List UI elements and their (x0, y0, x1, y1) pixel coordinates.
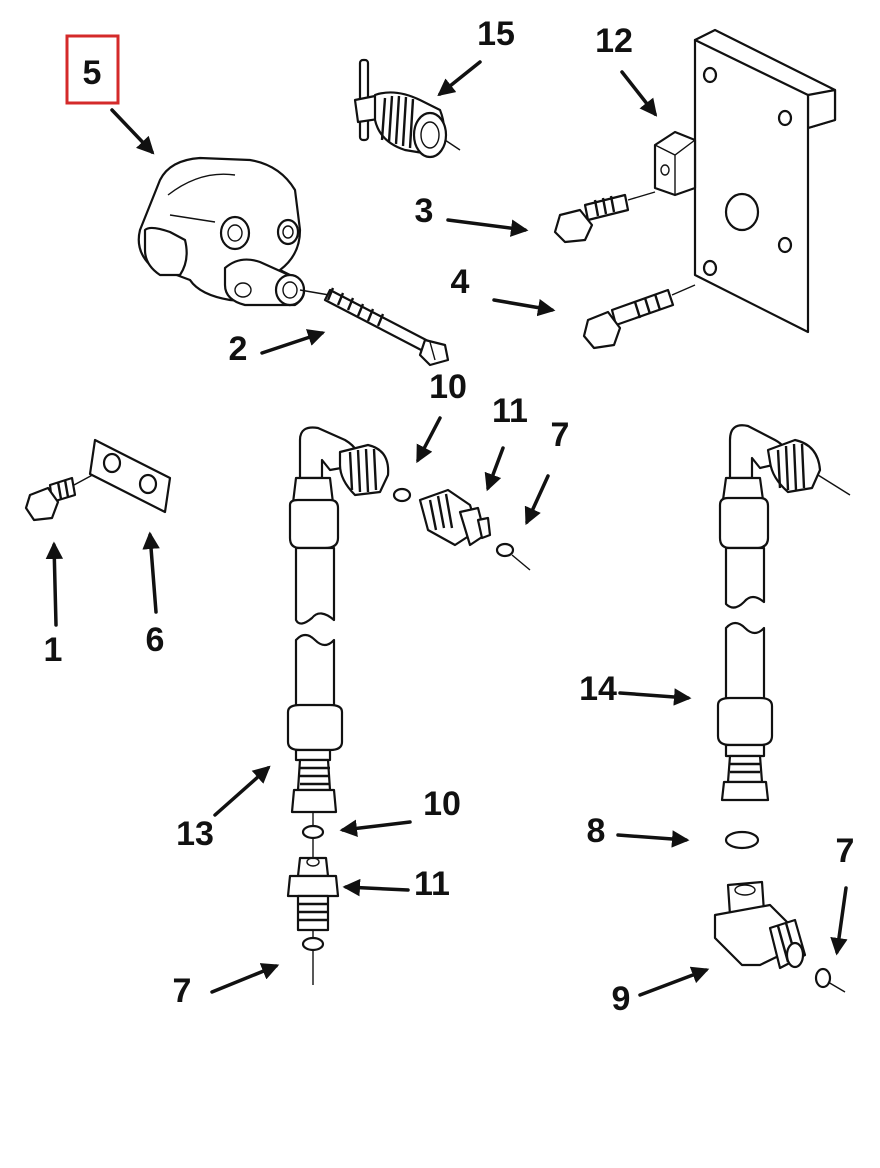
part-8-oring (724, 830, 760, 850)
part-11-adapter-lower (286, 856, 340, 932)
callout-7-upper: 7 (551, 416, 570, 454)
callout-6: 6 (146, 621, 165, 659)
part-15-strainer (353, 58, 461, 159)
part-9-elbow-fitting (713, 880, 807, 970)
callout-12: 12 (595, 22, 633, 60)
callout-14: 14 (579, 670, 617, 708)
callout-4: 4 (451, 263, 470, 301)
part-10-oring-upper (392, 487, 412, 503)
callout-11-lower: 11 (414, 865, 450, 903)
part-7-oring-lower (301, 936, 325, 952)
part-11-adapter-upper (418, 488, 492, 547)
callout-10-lower: 10 (423, 785, 461, 823)
part-1-cap-screw (24, 471, 99, 522)
part-10-oring-lower (301, 824, 325, 840)
part-12-mounting-bracket (653, 28, 837, 334)
part-4-bolt (582, 284, 696, 350)
part-7-oring-upper (495, 542, 531, 571)
part-2-long-bolt (323, 287, 450, 367)
callout-7-right: 7 (836, 832, 855, 870)
callout-5: 5 (83, 54, 102, 92)
callout-7-lower-left: 7 (173, 972, 192, 1010)
callout-2: 2 (229, 330, 248, 368)
callout-3: 3 (415, 192, 434, 230)
part-5-pump-body (137, 156, 336, 307)
part-13-hose-assembly (286, 426, 390, 985)
callout-1: 1 (44, 631, 63, 669)
callout-8: 8 (587, 812, 606, 850)
part-7-oring-right (814, 967, 846, 993)
part-6-plate (88, 438, 172, 514)
callout-15: 15 (477, 15, 515, 53)
part-14-hose-assembly (716, 424, 851, 802)
part-3-short-bolt (553, 191, 656, 244)
callout-11-upper: 11 (492, 392, 528, 430)
part-5-highlight: 5 (65, 34, 155, 155)
highlight-box (65, 34, 120, 105)
callout-9: 9 (612, 980, 631, 1018)
callout-10-upper: 10 (429, 368, 467, 406)
callout-13: 13 (176, 815, 214, 853)
